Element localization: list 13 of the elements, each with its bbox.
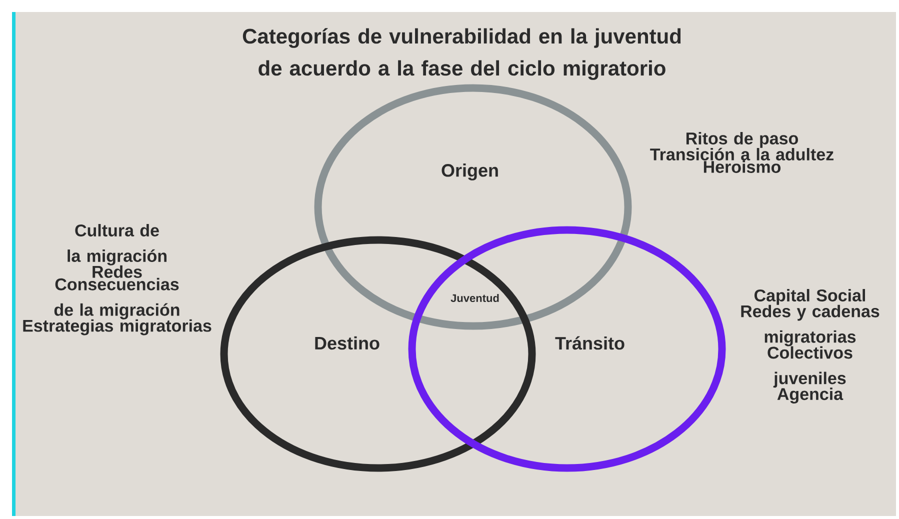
category-list-item: Transición a la adultez — [650, 148, 834, 160]
center-label: Juventud — [450, 294, 499, 302]
category-list-item: Heroismo — [704, 160, 781, 173]
category-list-item: Redes — [92, 265, 142, 278]
category-list-item: Redes y cadenas migratorias — [741, 304, 880, 346]
category-list-item: Colectivos juveniles — [768, 346, 852, 388]
category-list-item: Capital Social — [754, 289, 865, 305]
category-list-item: Cultura de la migración — [68, 224, 166, 266]
title: Categorías de vulnerabilidad en la juventud de acuerdo a la fase del ciclo migratorio — [242, 28, 681, 80]
category-list-item: Ritos de paso — [686, 132, 798, 148]
category-list-item: Estrategias migratorias — [23, 319, 212, 336]
category-list-item: Agencia — [777, 388, 844, 404]
category-list-item: Consecuencias de la migración — [54, 278, 180, 320]
